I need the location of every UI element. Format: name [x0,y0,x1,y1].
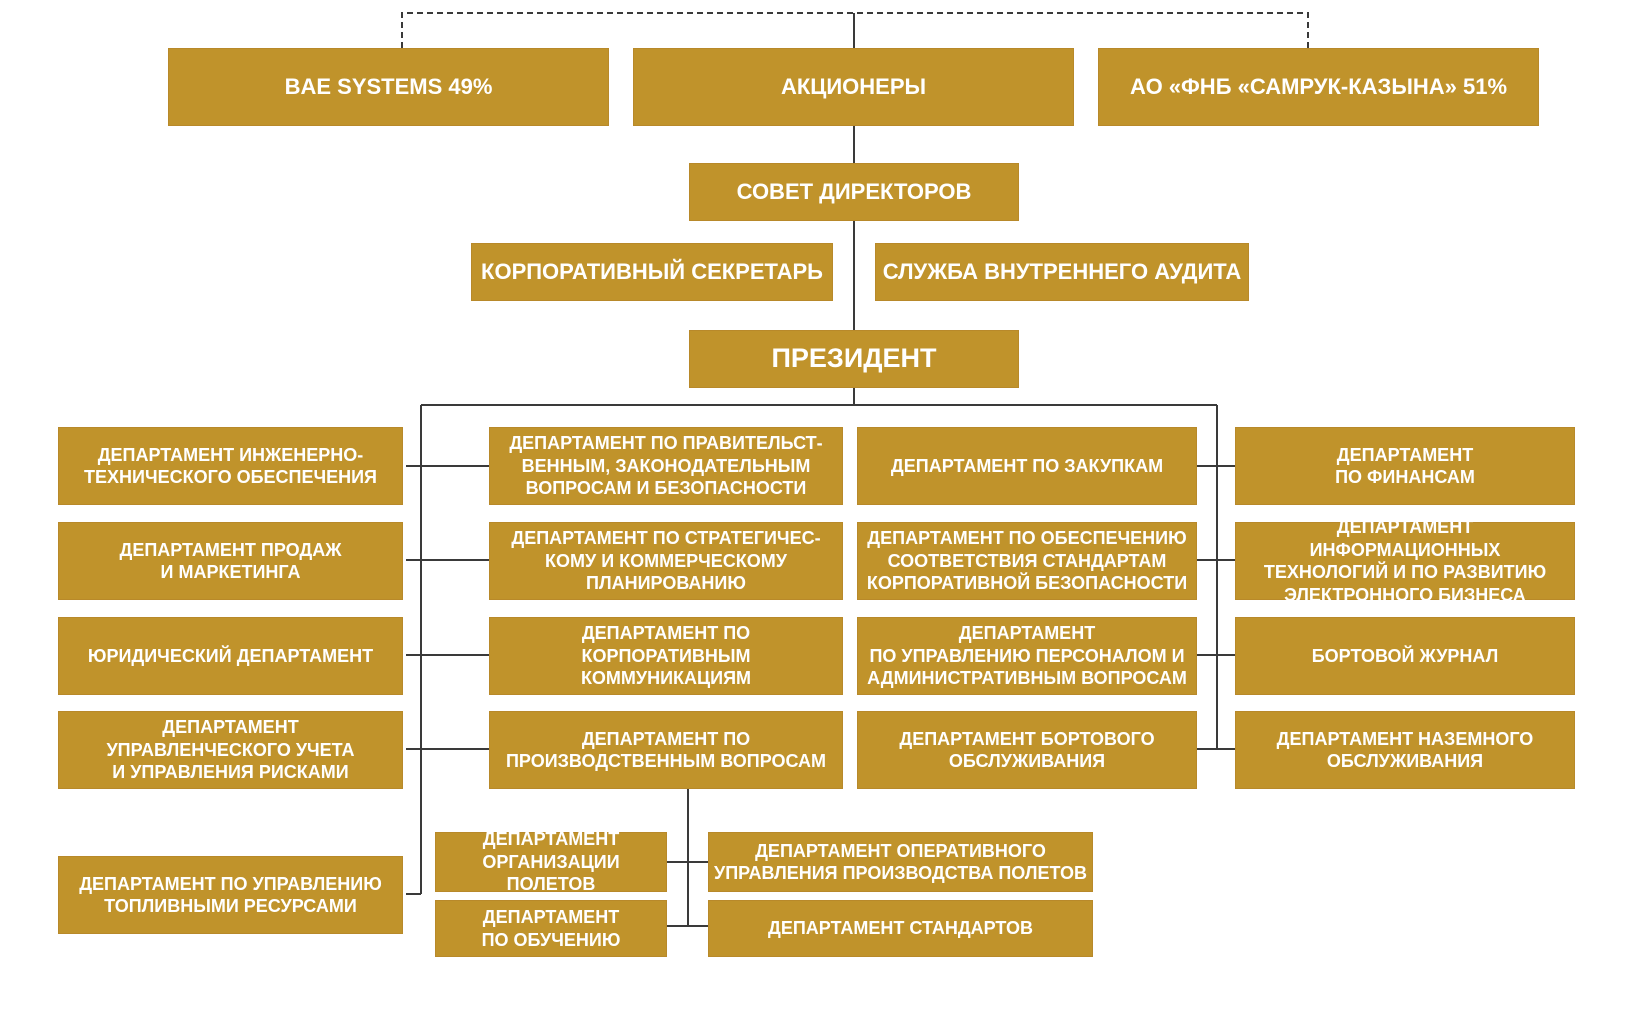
dept-flight-organization-box: ДЕПАРТАМЕНТ ОРГАНИЗАЦИИ ПОЛЕТОВ [435,829,667,894]
dept-ground-handling-box: ДЕПАРТАМЕНТ НАЗЕМНОГО ОБСЛУЖИВАНИЯ [1235,711,1575,789]
dept-legal-box: ЮРИДИЧЕСКИЙ ДЕПАРТАМЕНТ [58,617,403,695]
internal-audit-box: СЛУЖБА ВНУТРЕННЕГО АУДИТА [875,243,1249,301]
dept-flight-operations-control-box: ДЕПАРТАМЕНТ ОПЕРАТИВНОГО УПРАВЛЕНИЯ ПРОИ… [708,832,1093,892]
dept-standards-box: ДЕПАРТАМЕНТ СТАНДАРТОВ [708,900,1093,957]
dept-management-accounting-box: ДЕПАРТАМЕНТ УПРАВЛЕНЧЕСКОГО УЧЕТА И УПРА… [58,711,403,789]
dept-fuel-resources-box: ДЕПАРТАМЕНТ ПО УПРАВЛЕНИЮ ТОПЛИВНЫМИ РЕС… [58,856,403,934]
shareholders-box: АКЦИОНЕРЫ [633,48,1074,126]
samruk-kazyna-box: АО «ФНБ «САМРУК-КАЗЫНА» 51% [1098,48,1539,126]
dept-sales-marketing-box: ДЕПАРТАМЕНТ ПРОДАЖ И МАРКЕТИНГА [58,522,403,600]
dept-security-compliance-box: ДЕПАРТАМЕНТ ПО ОБЕСПЕЧЕНИЮ СООТВЕТСТВИЯ … [857,522,1197,600]
inflight-magazine-box: БОРТОВОЙ ЖУРНАЛ [1235,617,1575,695]
corporate-secretary-box: КОРПОРАТИВНЫЙ СЕКРЕТАРЬ [471,243,833,301]
dept-government-affairs-box: ДЕПАРТАМЕНТ ПО ПРАВИТЕЛЬСТ- ВЕННЫМ, ЗАКО… [489,427,843,505]
dept-engineering-box: ДЕПАРТАМЕНТ ИНЖЕНЕРНО- ТЕХНИЧЕСКОГО ОБЕС… [58,427,403,505]
dept-strategic-planning-box: ДЕПАРТАМЕНТ ПО СТРАТЕГИЧЕС- КОМУ И КОММЕ… [489,522,843,600]
board-of-directors-box: СОВЕТ ДИРЕКТОРОВ [689,163,1019,221]
dept-corporate-communications-box: ДЕПАРТАМЕНТ ПО КОРПОРАТИВНЫМ КОММУНИКАЦИ… [489,617,843,695]
dept-it-ebusiness-box: ДЕПАРТАМЕНТ ИНФОРМАЦИОННЫХ ТЕХНОЛОГИЙ И … [1235,517,1575,605]
bae-systems-box: BAE SYSTEMS 49% [168,48,609,126]
president-box: ПРЕЗИДЕНТ [689,330,1019,388]
dept-inflight-service-box: ДЕПАРТАМЕНТ БОРТОВОГО ОБСЛУЖИВАНИЯ [857,711,1197,789]
dept-procurement-box: ДЕПАРТАМЕНТ ПО ЗАКУПКАМ [857,427,1197,505]
dept-hr-admin-box: ДЕПАРТАМЕНТ ПО УПРАВЛЕНИЮ ПЕРСОНАЛОМ И А… [857,617,1197,695]
dept-training-box: ДЕПАРТАМЕНТ ПО ОБУЧЕНИЮ [435,900,667,957]
dept-finance-box: ДЕПАРТАМЕНТ ПО ФИНАНСАМ [1235,427,1575,505]
dept-production-box: ДЕПАРТАМЕНТ ПО ПРОИЗВОДСТВЕННЫМ ВОПРОСАМ [489,711,843,789]
